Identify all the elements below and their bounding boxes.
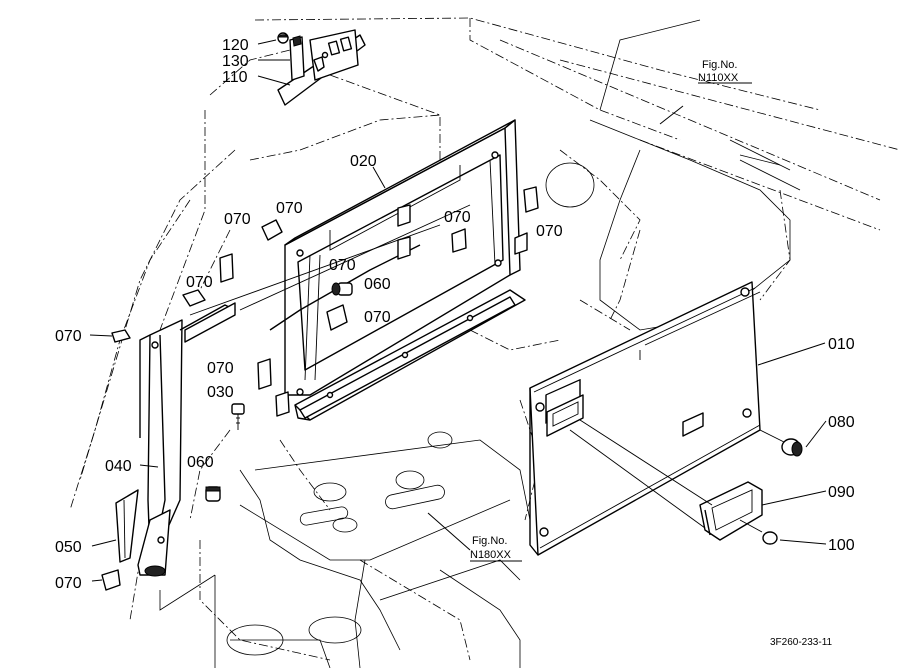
label-070-c: 070 [444,209,471,226]
label-070-g: 070 [364,309,391,326]
label-070-i: 070 [207,360,234,377]
leader-lines [89,39,827,582]
label-050: 050 [55,539,82,556]
label-070-j: 070 [55,575,82,592]
label-060-a: 060 [364,276,391,293]
fig-ref-n110-line1: Fig.No. [702,59,737,71]
fig-ref-n180-line2: N180XX [470,549,512,561]
figure-references: Fig.No. N110XX Fig.No. N180XX [470,59,739,561]
label-080: 080 [828,414,855,431]
label-070-a: 070 [224,211,251,228]
label-120: 120 [222,37,249,54]
label-090: 090 [828,484,855,501]
label-130: 130 [222,53,249,70]
bolts-030-060 [205,282,353,502]
label-070-f: 070 [329,257,356,274]
part-020-panel-frame [189,119,526,421]
label-040: 040 [105,458,132,475]
label-060-b: 060 [187,454,214,471]
label-070-b: 070 [276,200,303,217]
fig-ref-n180-line1: Fig.No. [472,535,507,547]
part-080-090-100 [569,419,803,545]
part-010-side-cover [529,281,761,556]
part-110-plate [277,29,366,106]
part-labels: 120 130 110 020 070 070 070 070 070 070 … [55,37,855,592]
label-110: 110 [222,69,248,86]
background-chassis [159,19,801,668]
label-030: 030 [207,384,234,401]
background-frame [69,17,901,661]
label-070-h: 070 [55,328,82,345]
label-020: 020 [350,153,377,170]
label-070-e: 070 [186,274,213,291]
drawing-code: 3F260-233-11 [770,637,833,648]
fig-ref-n110-line2: N110XX [698,72,739,84]
label-010: 010 [828,336,855,353]
label-070-d: 070 [536,223,563,240]
clips-070 [101,186,539,591]
label-100: 100 [828,537,855,554]
part-040-bracket [115,302,236,577]
